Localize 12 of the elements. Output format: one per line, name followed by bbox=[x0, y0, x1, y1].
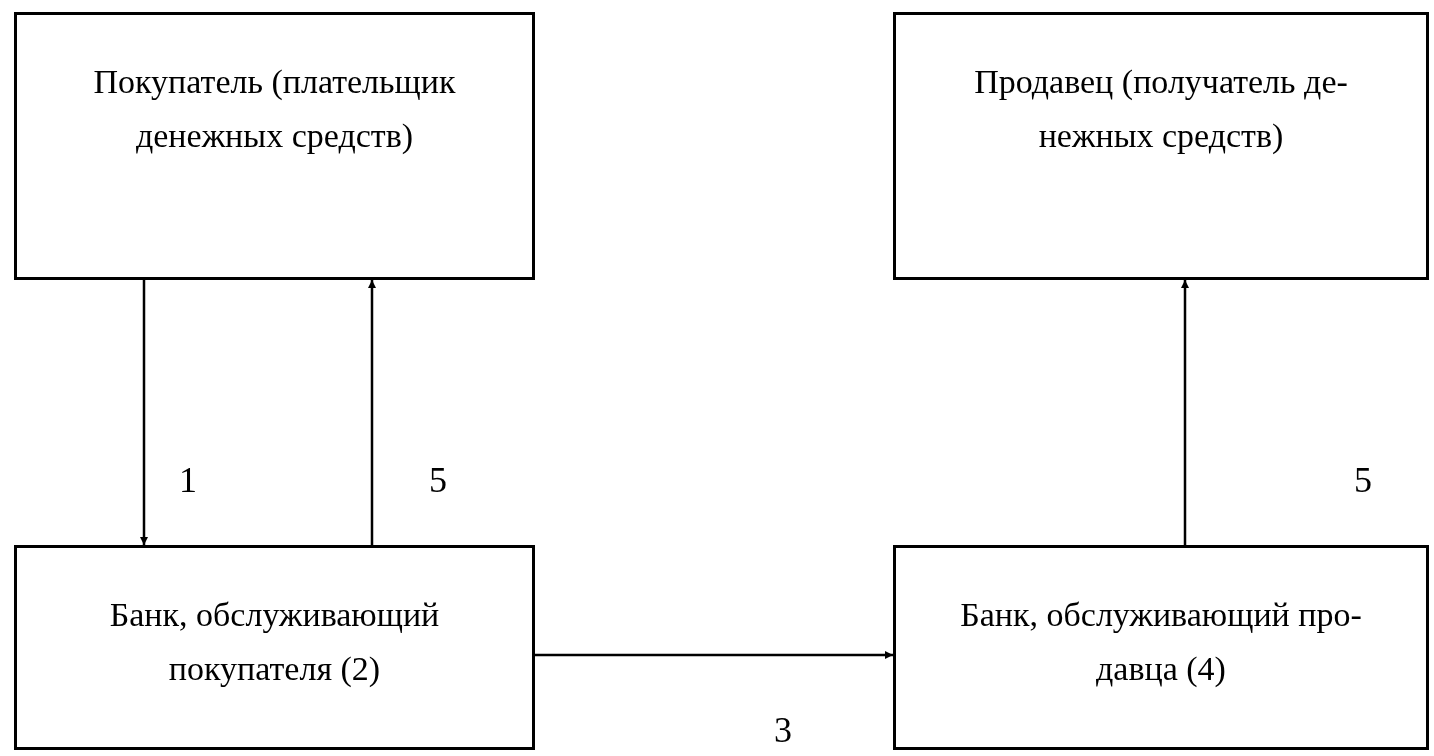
process-box bbox=[14, 545, 535, 750]
box-text: Покупатель (плательщик денежных средств) bbox=[92, 62, 457, 157]
arrow bbox=[535, 651, 893, 659]
process-box bbox=[893, 12, 1429, 280]
box-text: Банк, обслуживающий про- давца (4) bbox=[959, 595, 1363, 690]
process-box bbox=[14, 12, 535, 280]
box-text: Продавец (получатель де- нежных средств) bbox=[973, 62, 1349, 157]
process-box bbox=[893, 545, 1429, 750]
box-text: Банк, обслуживающий покупателя (2) bbox=[108, 595, 441, 690]
arrow bbox=[368, 280, 376, 545]
arrow bbox=[1181, 280, 1189, 545]
arrow bbox=[140, 280, 148, 545]
